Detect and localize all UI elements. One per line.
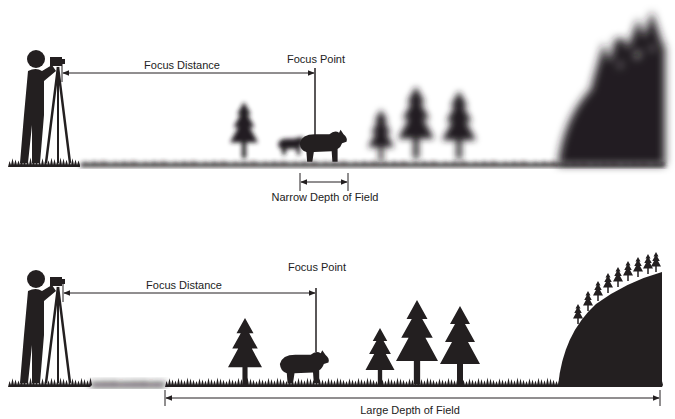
- focus-point-label: Focus Point: [287, 53, 345, 66]
- hill: [558, 252, 662, 386]
- trees: [368, 87, 476, 162]
- dimension-label: Focus Distance: [144, 59, 220, 72]
- distant-pine: [593, 281, 603, 301]
- grass-blades: [90, 379, 165, 387]
- photographer: [20, 270, 70, 383]
- photographer: [20, 50, 70, 163]
- distant-pine: [633, 257, 643, 277]
- distant-pine: [651, 252, 661, 272]
- bear: [280, 350, 329, 383]
- focus-point-label: Focus Point: [288, 261, 346, 274]
- distant-pine: [643, 254, 653, 274]
- dimension-label: Narrow Depth of Field: [272, 191, 379, 204]
- distant-pine: [573, 304, 583, 324]
- distant-pine: [583, 291, 593, 311]
- bear: [300, 130, 347, 162]
- dimension-lines: [63, 284, 660, 406]
- dimension-label: Large Depth of Field: [360, 404, 460, 417]
- trees: [230, 102, 305, 158]
- dimension-lines: [62, 64, 348, 191]
- dimension-label: Focus Distance: [146, 279, 222, 292]
- distant-pine: [613, 267, 623, 287]
- trees: [228, 300, 480, 386]
- hill: [558, 28, 665, 165]
- grass: [90, 379, 165, 387]
- distant-pine: [603, 273, 613, 293]
- distant-pine: [623, 261, 633, 281]
